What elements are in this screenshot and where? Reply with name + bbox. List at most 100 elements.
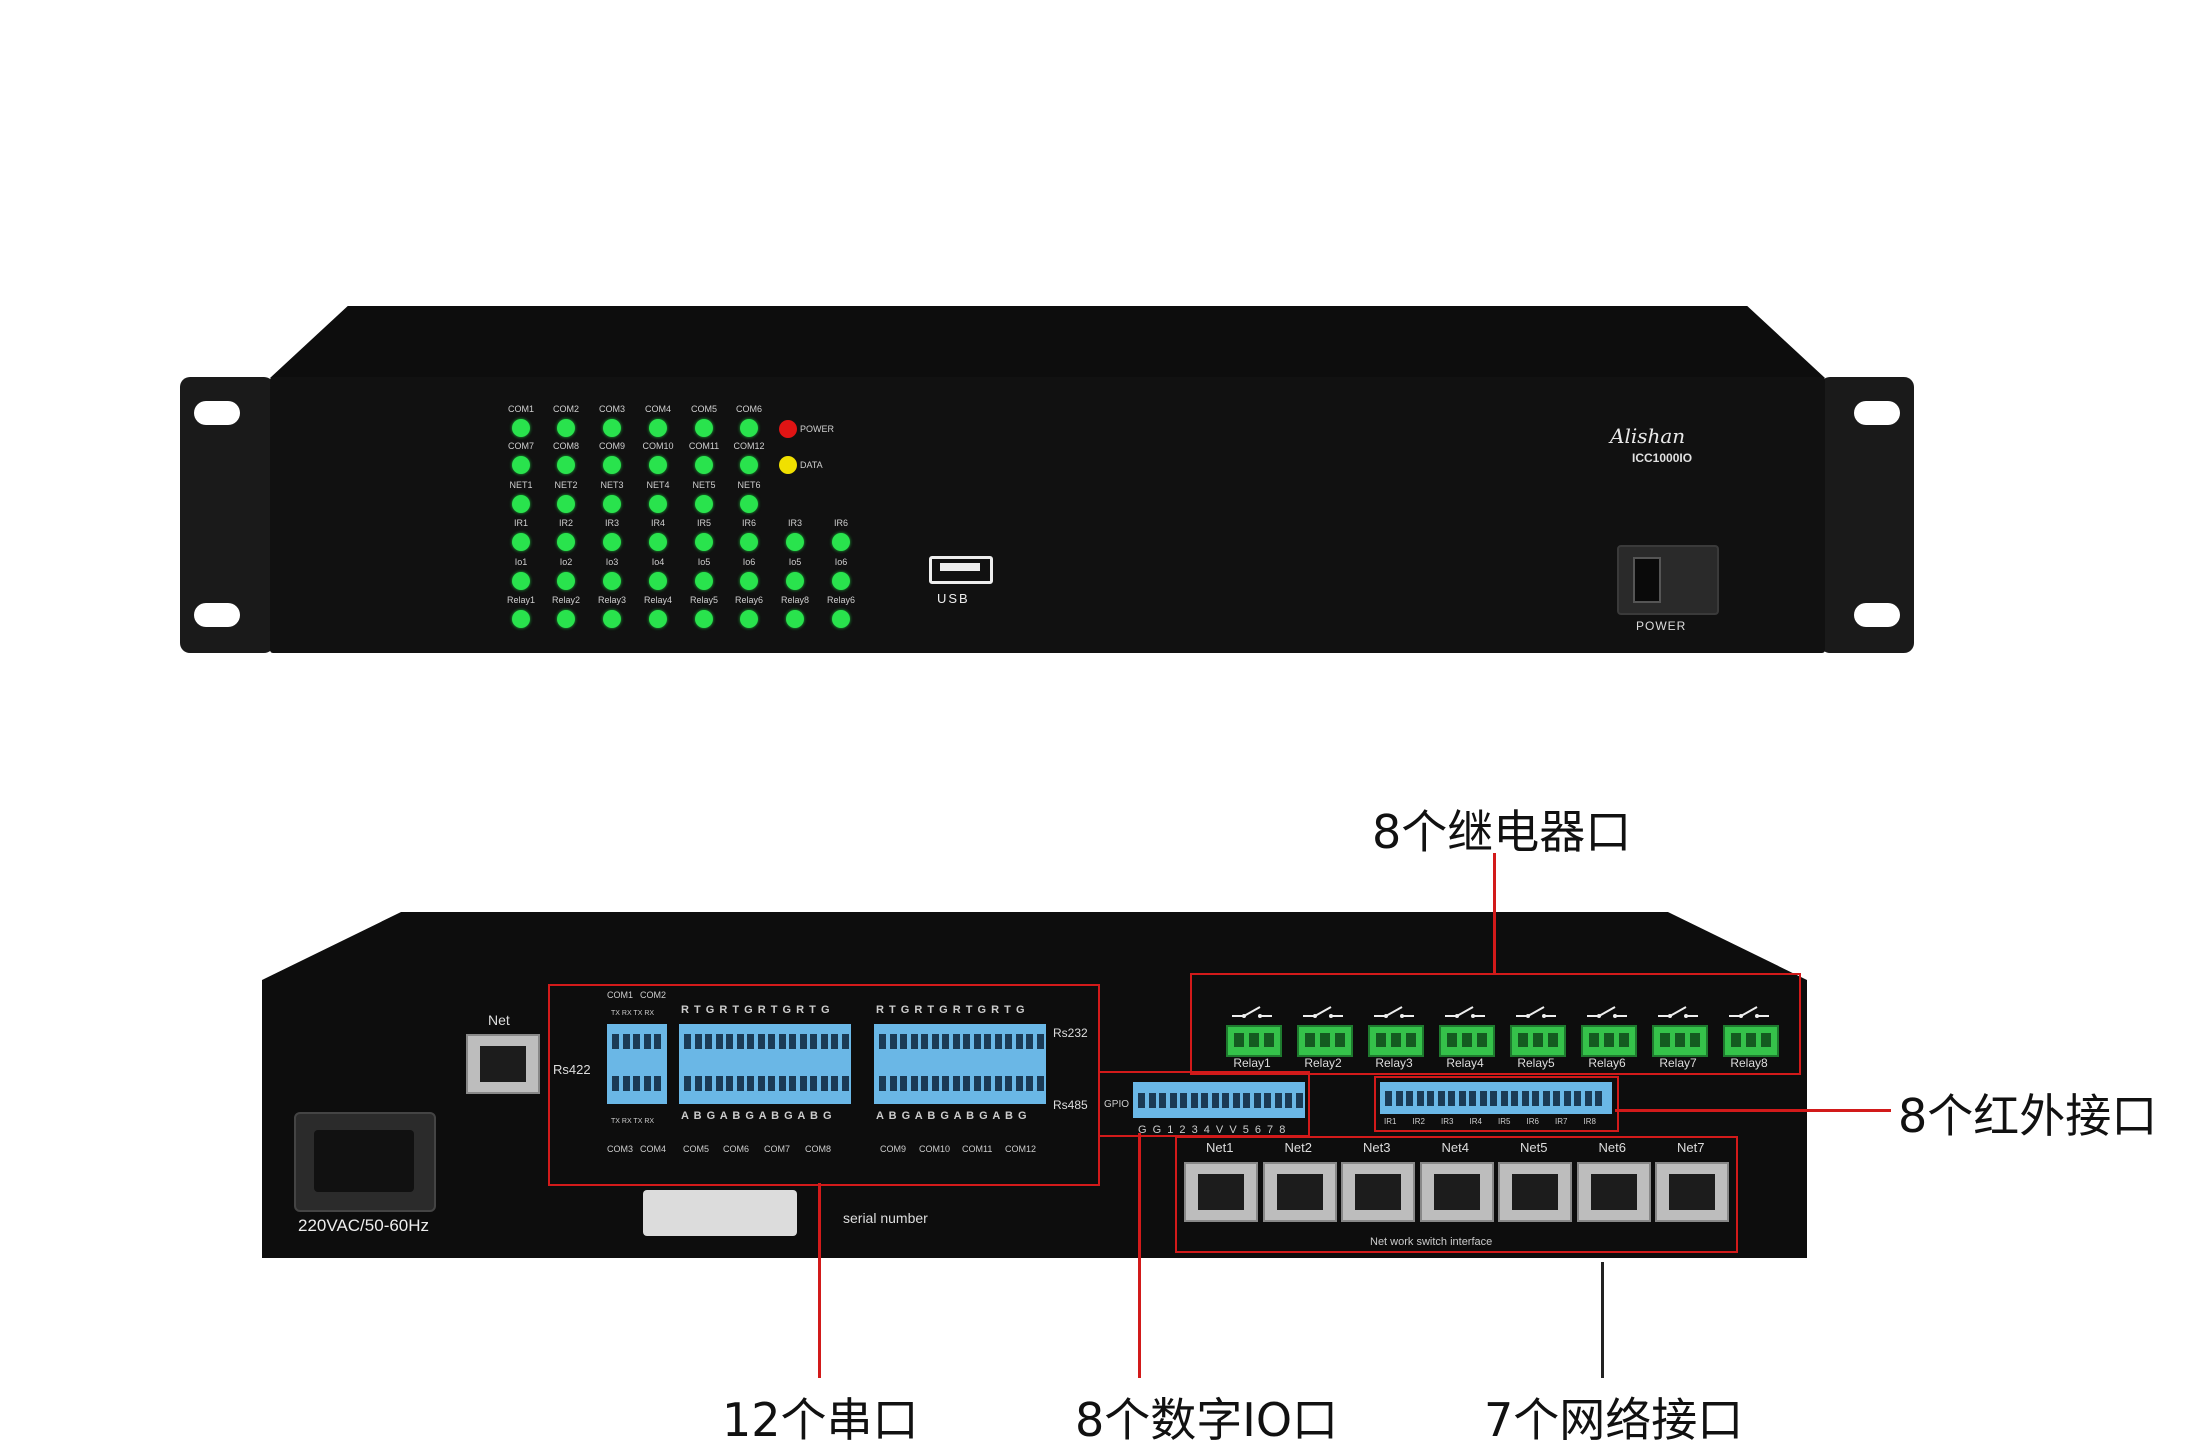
rack-hole <box>194 401 240 425</box>
rs232-rs485-block-2[interactable] <box>874 1024 1046 1104</box>
serial-number-plate <box>643 1190 797 1236</box>
ir-port-label: IR5 <box>1498 1117 1511 1126</box>
net-port-label: Net1 <box>1206 1140 1234 1155</box>
led-label: COM6 <box>735 404 762 414</box>
ir-port-label: IR4 <box>1469 1117 1482 1126</box>
led-label: NET6 <box>737 480 761 490</box>
network-port[interactable] <box>1419 1162 1494 1222</box>
led-label: IR2 <box>558 518 573 528</box>
relay-connector[interactable] <box>1297 1025 1353 1057</box>
led-label: Relay6 <box>826 595 855 605</box>
indicator-led <box>649 572 667 590</box>
led-label: COM2 <box>552 404 579 414</box>
indicator-led <box>786 533 804 551</box>
indicator-led <box>695 419 713 437</box>
net-port-label: Net4 <box>1441 1140 1469 1155</box>
indicator-led <box>695 495 713 513</box>
network-port[interactable] <box>1341 1162 1415 1222</box>
ir-callout: 8个红外接口 <box>1898 1089 2158 1143</box>
indicator-led <box>603 610 621 628</box>
relay-switch-icon <box>1303 1006 1343 1018</box>
com-label-10: COM10 <box>919 1144 951 1154</box>
network-port[interactable] <box>1576 1162 1651 1222</box>
serial-leader-line <box>818 1183 821 1378</box>
relay-label: Relay5 <box>1517 1056 1555 1070</box>
relay-callout: 8个继电器口 <box>1372 805 1632 859</box>
network-callout: 7个网络接口 <box>1484 1393 1744 1447</box>
indicator-led <box>786 572 804 590</box>
network-port[interactable] <box>1498 1162 1572 1222</box>
led-label: COM10 <box>642 441 674 451</box>
usb-port[interactable] <box>929 556 993 584</box>
network-port[interactable] <box>1262 1162 1337 1222</box>
relay-switch-icon <box>1587 1006 1627 1018</box>
gpio-terminal-block[interactable] <box>1133 1082 1305 1118</box>
rack-hole <box>1854 603 1900 627</box>
indicator-led <box>512 610 530 628</box>
indicator-led <box>786 610 804 628</box>
led-label: Relay3 <box>597 595 626 605</box>
relay-connector[interactable] <box>1226 1025 1282 1057</box>
indicator-led <box>695 456 713 474</box>
rs422-terminal-block[interactable] <box>607 1024 667 1104</box>
ir-port-label: IR8 <box>1583 1117 1596 1126</box>
indicator-led <box>557 495 575 513</box>
ir-port-label: IR7 <box>1555 1117 1568 1126</box>
led-label: Io6 <box>742 557 756 567</box>
com-label-5: COM5 <box>683 1144 710 1154</box>
indicator-led <box>740 419 758 437</box>
led-label: NET2 <box>554 480 578 490</box>
gpio-pin-labels: G G 1 2 3 4 V V 5 6 7 8 <box>1138 1124 1287 1136</box>
power-inlet[interactable] <box>294 1112 436 1212</box>
model-number: ICC1000IO <box>1632 451 1693 465</box>
com-top-label-2: COM2 <box>640 990 667 1000</box>
relay-switch-icon <box>1729 1006 1769 1018</box>
relay-connector[interactable] <box>1581 1025 1637 1057</box>
ir-terminal-block[interactable] <box>1380 1082 1612 1114</box>
indicator-led <box>603 572 621 590</box>
relay-connector[interactable] <box>1652 1025 1708 1057</box>
indicator-led <box>557 419 575 437</box>
relay-highlight-box <box>1190 973 1801 1075</box>
indicator-led <box>832 533 850 551</box>
led-label: Io3 <box>605 557 619 567</box>
rear-top-surface <box>262 912 1807 980</box>
serial-highlight-box <box>548 984 1100 1186</box>
rs232-label: Rs232 <box>1053 1026 1088 1040</box>
net-port[interactable] <box>466 1034 540 1094</box>
indicator-led <box>603 495 621 513</box>
power-switch[interactable] <box>1617 545 1719 615</box>
relay-connector[interactable] <box>1368 1025 1424 1057</box>
data-led-label: DATA <box>800 460 823 470</box>
rs232-rs485-block-1[interactable] <box>679 1024 851 1104</box>
com-label-7: COM7 <box>764 1144 791 1154</box>
ir-leader-line <box>1615 1109 1891 1112</box>
relay-label: Relay1 <box>1233 1056 1271 1070</box>
rtg-row-2: R T G R T G R T G R T G <box>876 1004 1026 1016</box>
ir-highlight-box <box>1374 1076 1619 1132</box>
indicator-led <box>557 456 575 474</box>
led-label: NET4 <box>646 480 670 490</box>
com-bottom-label-3: COM3 <box>607 1144 634 1154</box>
led-label: NET3 <box>600 480 624 490</box>
relay-connector[interactable] <box>1510 1025 1566 1057</box>
com-top-label-1: COM1 <box>607 990 634 1000</box>
relay-connector[interactable] <box>1439 1025 1495 1057</box>
power-input-label: 220VAC/50-60Hz <box>298 1216 430 1235</box>
io-callout: 8个数字IO口 <box>1075 1393 1339 1447</box>
network-port[interactable] <box>1184 1162 1258 1222</box>
relay-connector[interactable] <box>1723 1025 1779 1057</box>
indicator-led <box>740 495 758 513</box>
led-label: COM12 <box>733 441 765 451</box>
indicator-led <box>649 419 667 437</box>
led-label: Relay8 <box>780 595 809 605</box>
led-label: Relay4 <box>643 595 672 605</box>
net-label: Net <box>488 1012 510 1028</box>
led-label: COM5 <box>690 404 717 414</box>
com-bottom-sub: TX RX TX RX <box>611 1118 655 1125</box>
network-port[interactable] <box>1655 1162 1729 1222</box>
led-label: COM9 <box>598 441 625 451</box>
relay-switch-icon <box>1232 1006 1272 1018</box>
rtg-row-1: R T G R T G R T G R T G <box>681 1004 831 1016</box>
led-label: Relay5 <box>689 595 718 605</box>
